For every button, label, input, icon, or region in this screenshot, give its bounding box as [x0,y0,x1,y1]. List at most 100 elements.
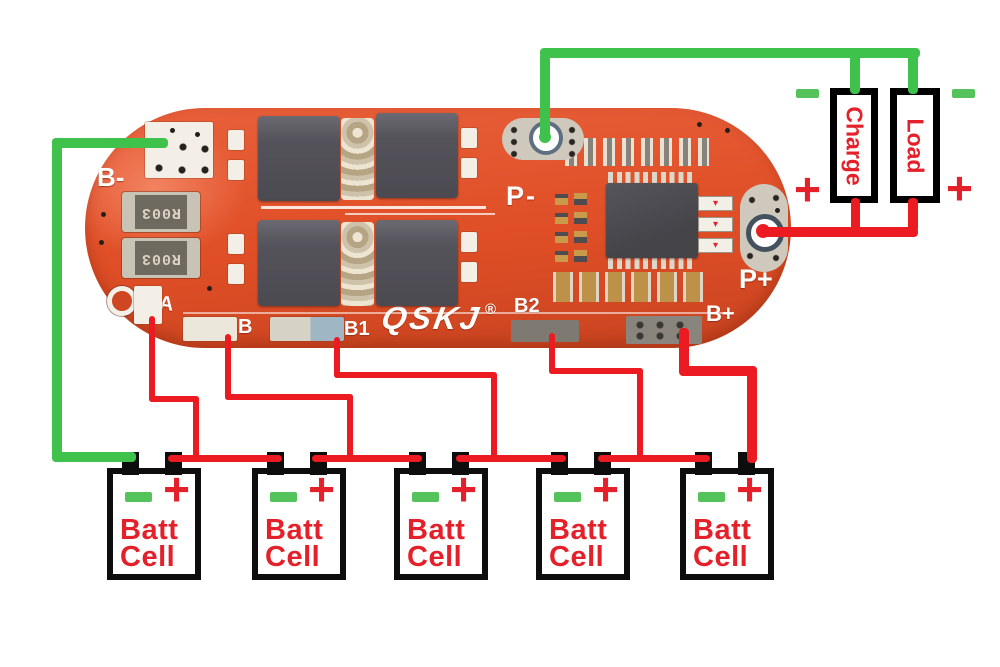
diode-led: ▾ [698,217,733,232]
minus-icon [952,89,975,98]
wire-pplus-h [762,227,918,237]
wire-b1-h [334,372,497,378]
smd-column [574,188,587,262]
minus-icon [554,492,581,502]
wire-a-h [149,396,199,402]
b1-pad [270,317,344,341]
silk-trace [261,206,486,209]
diode-led: ▾ [698,196,733,211]
b-plus-pad [626,316,702,344]
plus-icon: + [308,463,335,515]
shunt-resistor-1: R003 [122,192,200,232]
smd-row-top [565,138,709,166]
label-b1: B1 [344,318,370,340]
smd-column [555,188,568,262]
wire-b-v1 [225,334,231,400]
label-b-minus: B- [97,162,125,192]
mosfet-4 [376,220,458,306]
via-dot [697,122,702,127]
protection-ic [606,183,698,258]
label-b: B [238,316,253,338]
via-dot [170,128,175,133]
battery-label-line1: Batt [549,514,608,546]
wire-green-load-drop [908,52,918,94]
mosfet-3 [258,220,340,306]
wire-green-bminus-h [52,138,168,148]
mosfet-1 [258,116,340,201]
label-p-minus: P- [506,181,537,211]
plus-icon: + [163,463,190,515]
label-b-plus: B+ [706,301,735,326]
battery-cell-4: + Batt Cell [536,452,630,580]
battery-cell-1: + Batt Cell [107,452,201,580]
wire-bplus-v2 [747,366,757,463]
minus-icon [698,492,725,502]
via-dot [207,286,212,291]
battery-label-line2: Cell [693,541,749,573]
b2-pad [511,320,579,342]
bms-pcb: B- A B B1 B2 B+ P- P+ QSKJ ® R003 R003 [85,108,791,348]
battery-label-line2: Cell [549,541,605,573]
wire-green-top-rail [540,48,920,58]
wire-pplus-load-riser [908,198,918,232]
red-wire-terminal-dot [756,224,770,238]
a-pad [134,286,162,324]
plus-icon: + [794,163,821,215]
battery-label-line2: Cell [120,541,176,573]
battery-cell-3: + Batt Cell [394,452,488,580]
plus-icon: + [946,162,973,214]
wire-a-v2 [193,396,199,462]
minus-icon [270,492,297,502]
wire-b1-v1 [334,337,340,378]
brand-logo: QSKJ [378,300,485,336]
minus-icon [125,492,152,502]
resistor-body: R003 [135,241,187,275]
load-box: Load [890,88,940,203]
resistor-body: R003 [135,195,187,229]
wire-b2-v2 [637,368,643,462]
mount-hole [107,286,137,316]
battery-label-line1: Batt [120,514,179,546]
shunt-resistor-2: R003 [122,238,200,278]
charge-box: Charge [830,88,878,203]
plus-icon: + [592,463,619,515]
battery-label-line2: Cell [265,541,321,573]
minus-icon [412,492,439,502]
smd-pad [228,160,244,180]
silk-trace [183,312,728,314]
resistor-marking: R003 [140,203,181,221]
plus-icon: + [736,463,763,515]
ic-pins-bottom [608,258,696,269]
b-minus-pad [145,122,213,178]
smd-pad [461,232,477,252]
battery-cell-5: + Batt Cell [680,452,774,580]
wire-series-link-1-2 [168,455,282,462]
battery-label-line1: Batt [265,514,324,546]
wire-a-v1 [149,316,155,402]
mosfet-2 [376,113,458,198]
wire-series-link-2-3 [312,455,422,462]
wire-green-pminus-v [540,53,550,140]
wire-green-charge-drop [850,52,860,94]
battery-label-line2: Cell [407,541,463,573]
via-dot [725,128,730,133]
battery-cell-2: + Batt Cell [252,452,346,580]
smd-pad [228,234,244,254]
wire-bplus-h [679,366,757,376]
battery-label-line1: Batt [407,514,466,546]
via-dot [99,240,104,245]
smd-pad [461,128,477,148]
smd-pad [228,130,244,150]
charge-label: Charge [841,105,868,186]
wire-bplus-v1 [679,328,689,375]
smd-pad [228,264,244,284]
smd-pad [461,262,477,282]
solder-joint-strip [341,118,374,200]
ic-pins-top [608,172,696,183]
plus-icon: + [450,463,477,515]
wire-green-bminus-v [52,138,62,462]
via-dot [195,132,200,137]
smd-pad [461,158,477,178]
wire-series-link-4-5 [598,455,710,462]
